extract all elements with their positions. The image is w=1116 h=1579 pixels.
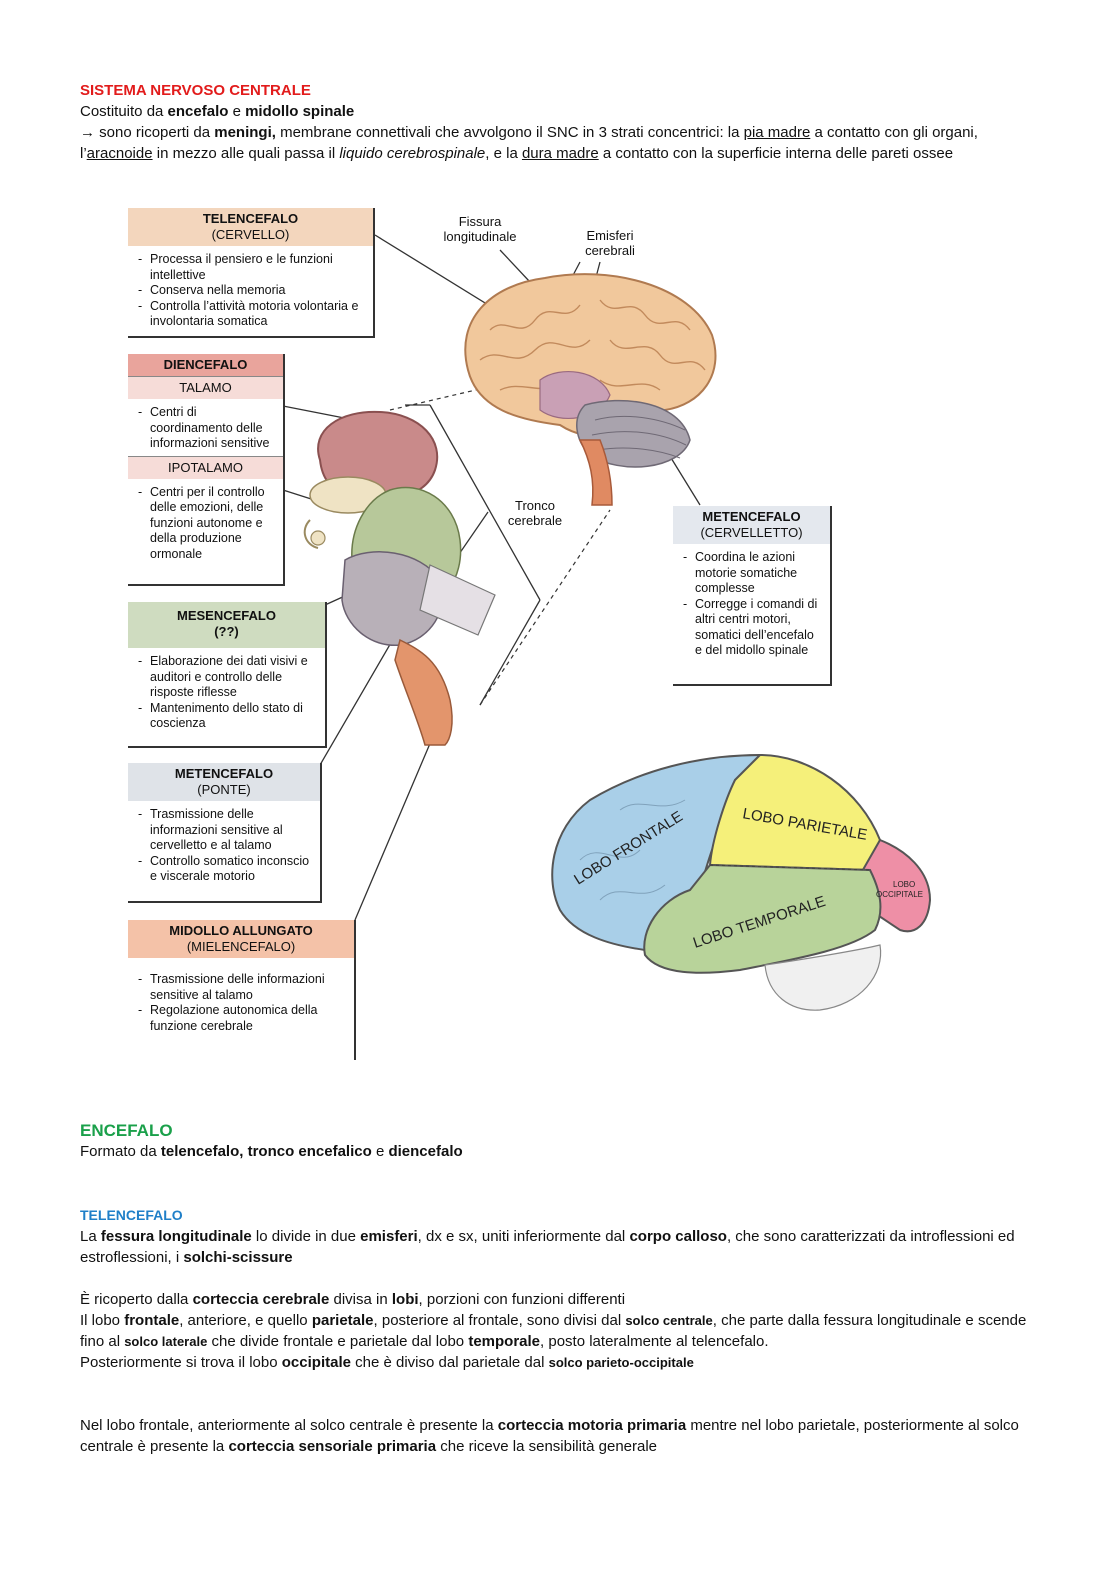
box-talamo-title: TALAMO bbox=[128, 376, 283, 399]
box-cervelletto-list: Coordina le azioni motorie somatiche com… bbox=[673, 544, 830, 663]
spacer bbox=[80, 1268, 1040, 1289]
telencefalo-section: TELENCEFALO La fessura longitudinale lo … bbox=[80, 1205, 1040, 1457]
list-item: Controllo somatico inconscio e viscerale… bbox=[138, 854, 314, 885]
box-mesencefalo-title: MESENCEFALO bbox=[177, 608, 276, 623]
telencefalo-p3b: Posteriormente si trova il lobo occipita… bbox=[80, 1354, 694, 1371]
label-fissura: Fissura longitudinale bbox=[443, 214, 517, 244]
section-title-encefalo: ENCEFALO bbox=[80, 1121, 173, 1140]
section-title-telencefalo: TELENCEFALO bbox=[80, 1207, 183, 1223]
spacer bbox=[80, 1373, 1040, 1415]
telencefalo-p2: È ricoperto dalla corteccia cerebrale di… bbox=[80, 1291, 626, 1308]
brainstem-illustration bbox=[303, 410, 496, 746]
box-midollo-subtitle: (MIELENCEFALO) bbox=[186, 939, 296, 954]
encefalo-line1: Formato da telencefalo, tronco encefalic… bbox=[80, 1143, 463, 1160]
list-item: Centri di coordinamento delle informazio… bbox=[138, 405, 277, 452]
label-tronco: Tronco cerebrale bbox=[507, 498, 563, 528]
list-item: Trasmissione delle informazioni sensitiv… bbox=[138, 972, 348, 1003]
box-talamo-list: Centri di coordinamento delle informazio… bbox=[128, 399, 283, 456]
box-ponte-title: METENCEFALO bbox=[174, 766, 274, 781]
list-item: Controlla l’attività motoria volontaria … bbox=[138, 299, 367, 330]
list-item: Regolazione autonomica della funzione ce… bbox=[138, 1003, 348, 1034]
box-ipotalamo-title: IPOTALAMO bbox=[128, 455, 283, 479]
box-mesencefalo: MESENCEFALO (??) Elaborazione dei dati v… bbox=[128, 602, 327, 748]
box-cervelletto: METENCEFALO (CERVELLETTO) Coordina le az… bbox=[673, 506, 832, 686]
list-item: Coordina le azioni motorie somatiche com… bbox=[683, 550, 824, 597]
box-cervelletto-subtitle: (CERVELLETTO) bbox=[700, 525, 803, 540]
box-cervelletto-title: METENCEFALO bbox=[702, 509, 801, 524]
encefalo-section: ENCEFALO Formato da telencefalo, tronco … bbox=[80, 1120, 1040, 1162]
list-item: Trasmissione delle informazioni sensitiv… bbox=[138, 807, 314, 854]
list-item: Elaborazione dei dati visivi e auditori … bbox=[138, 654, 319, 701]
list-item: Corregge i comandi di altri centri motor… bbox=[683, 597, 824, 659]
lobe-label-occipitale-2: OCCIPITALE bbox=[876, 890, 923, 899]
box-midollo-list: Trasmissione delle informazioni sensitiv… bbox=[128, 958, 354, 1038]
intro-meningi: → sono ricoperti da meningi, membrane co… bbox=[80, 124, 978, 162]
box-ponte: METENCEFALO (PONTE) Trasmissione delle i… bbox=[128, 763, 322, 903]
lobes-brain-illustration: LOBO FRONTALE LOBO PARIETALE LOBO TEMPOR… bbox=[551, 753, 932, 1011]
lobe-label-occipitale-1: LOBO bbox=[893, 880, 915, 889]
list-item: Processa il pensiero e le funzioni intel… bbox=[138, 252, 367, 283]
telencefalo-p1: La fessura longitudinale lo divide in du… bbox=[80, 1228, 1015, 1266]
box-telencefalo: TELENCEFALO (CERVELLO) Processa il pensi… bbox=[128, 208, 375, 338]
box-mesencefalo-subtitle: (??) bbox=[214, 624, 239, 639]
telencefalo-p3: Il lobo frontale, anteriore, e quello pa… bbox=[80, 1312, 1027, 1350]
list-item: Mantenimento dello stato di coscienza bbox=[138, 701, 319, 732]
box-mesencefalo-list: Elaborazione dei dati visivi e auditori … bbox=[128, 648, 325, 736]
section-title-snc: SISTEMA NERVOSO CENTRALE bbox=[80, 82, 311, 99]
list-item: Conserva nella memoria bbox=[138, 283, 367, 299]
label-emisferi: Emisferi cerebrali bbox=[585, 228, 635, 258]
box-diencefalo: DIENCEFALO TALAMO Centri di coordinament… bbox=[128, 354, 285, 586]
box-ponte-subtitle: (PONTE) bbox=[197, 782, 251, 797]
box-ponte-list: Trasmissione delle informazioni sensitiv… bbox=[128, 801, 320, 889]
box-ipotalamo-list: Centri per il controllo delle emozioni, … bbox=[128, 479, 283, 567]
telencefalo-p4: Nel lobo frontale, anteriormente al solc… bbox=[80, 1417, 1019, 1455]
box-diencefalo-title: DIENCEFALO bbox=[128, 354, 283, 376]
whole-brain-illustration bbox=[464, 273, 717, 506]
box-telencefalo-title: TELENCEFALO bbox=[202, 211, 299, 226]
box-telencefalo-subtitle: (CERVELLO) bbox=[211, 227, 290, 242]
box-midollo-title: MIDOLLO ALLUNGATO bbox=[169, 923, 313, 938]
box-telencefalo-list: Processa il pensiero e le funzioni intel… bbox=[128, 246, 373, 334]
list-item: Centri per il controllo delle emozioni, … bbox=[138, 485, 277, 563]
brain-figure: LOBO FRONTALE LOBO PARIETALE LOBO TEMPOR… bbox=[282, 234, 932, 1011]
box-midollo: MIDOLLO ALLUNGATO (MIELENCEFALO) Trasmis… bbox=[128, 920, 356, 1060]
intro-section: SISTEMA NERVOSO CENTRALE Costituito da e… bbox=[80, 80, 1040, 164]
intro-line1: Costituito da encefalo e midollo spinale bbox=[80, 103, 355, 120]
